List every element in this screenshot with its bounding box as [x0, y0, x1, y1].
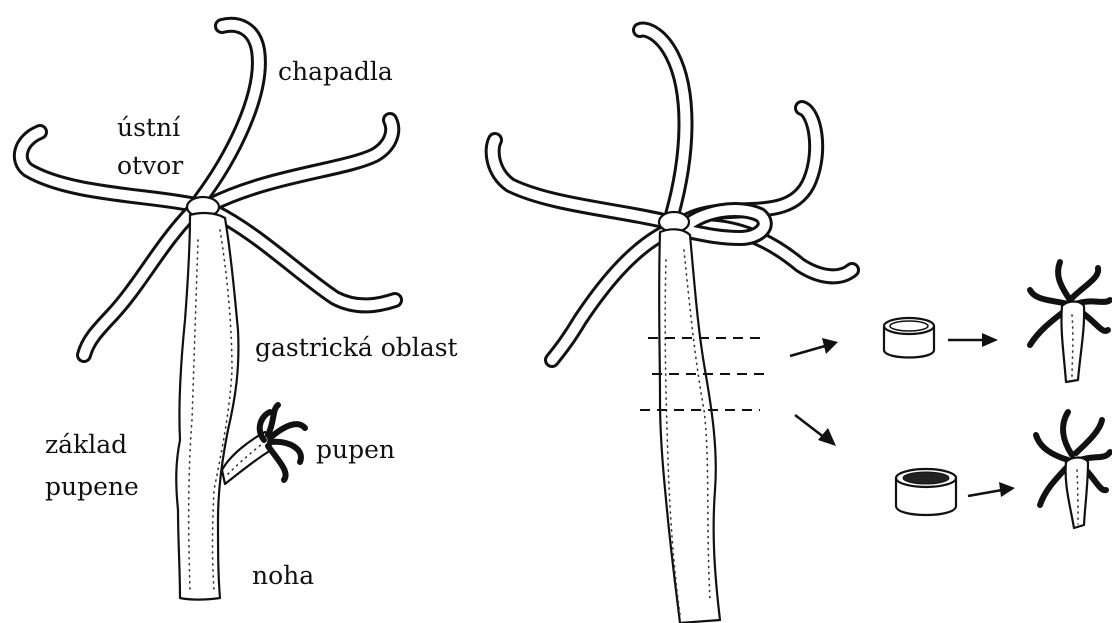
label-pupene: pupene — [45, 472, 139, 501]
bud — [222, 405, 305, 484]
lower-ring-segment — [896, 469, 956, 515]
label-pupen: pupen — [316, 435, 395, 464]
left-hydra — [21, 25, 395, 600]
label-ustni: ústní — [117, 113, 181, 142]
regenerated-hydra-upper — [1030, 262, 1110, 382]
arrow-lower-ring-to-hydra — [968, 482, 1015, 497]
upper-ring-segment — [884, 318, 934, 358]
label-zaklad: základ — [45, 430, 127, 459]
arrow-to-lower-ring — [795, 415, 836, 446]
regenerated-hydra-lower — [1036, 412, 1110, 528]
arrow-to-upper-ring — [790, 338, 838, 356]
label-chapadla: chapadla — [278, 57, 393, 86]
label-otvor: otvor — [117, 151, 183, 180]
middle-hydra — [493, 30, 852, 623]
regeneration-sequence — [790, 262, 1110, 528]
arrow-upper-ring-to-hydra — [948, 333, 998, 347]
label-noha: noha — [252, 561, 314, 590]
middle-hydra-body — [659, 229, 720, 623]
left-hydra-body — [176, 213, 238, 599]
label-gastricka-oblast: gastrická oblast — [255, 333, 458, 362]
